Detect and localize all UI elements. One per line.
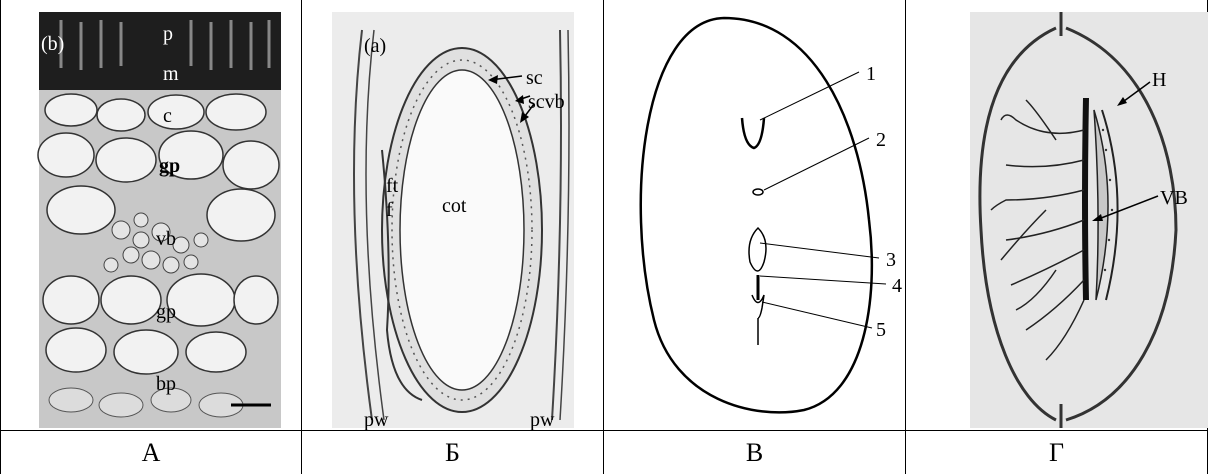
label-ft: ft <box>386 175 399 197</box>
panel-c: 1 2 3 4 5 <box>604 0 906 430</box>
label-bp: bp <box>156 373 176 395</box>
label-pw-right: pw <box>530 409 555 430</box>
label-5: 5 <box>876 319 886 341</box>
panel-a: (b) p m c gp vb gp bp <box>0 0 302 430</box>
label-p: p <box>163 23 173 45</box>
label-2: 2 <box>876 129 886 151</box>
caption-d: Г <box>906 430 1208 474</box>
label-h: H <box>1152 69 1166 91</box>
label-scvb: scvb <box>528 91 565 113</box>
label-gp-lower: gp <box>156 301 176 323</box>
panel-c-drawing: 1 2 3 4 5 <box>604 0 906 430</box>
label-c: c <box>163 105 172 127</box>
label-vb-d: VB <box>1160 187 1188 209</box>
caption-a: А <box>0 430 302 474</box>
label-vb: vb <box>156 228 176 250</box>
panel-a-tag: (b) <box>41 33 64 55</box>
panel-d-drawing: H VB <box>906 0 1208 430</box>
label-f: f <box>386 199 393 221</box>
label-1: 1 <box>866 63 876 85</box>
label-4: 4 <box>892 275 902 297</box>
label-pw-left: pw <box>364 409 389 430</box>
label-3: 3 <box>886 249 896 271</box>
panel-b: (a) sc scvb ft f cot pw pw <box>302 0 604 430</box>
caption-b: Б <box>302 430 604 474</box>
panel-b-tag: (a) <box>364 35 386 57</box>
label-cot: cot <box>442 195 467 217</box>
label-sc: sc <box>526 67 543 89</box>
label-m: m <box>163 63 179 85</box>
panel-d: H VB <box>906 0 1208 430</box>
panel-a-micrograph: (b) p m c gp vb gp bp <box>1 0 303 430</box>
panel-b-drawing: (a) sc scvb ft f cot pw pw <box>302 0 604 430</box>
caption-c: В <box>604 430 906 474</box>
label-gp-upper: gp <box>159 155 180 177</box>
